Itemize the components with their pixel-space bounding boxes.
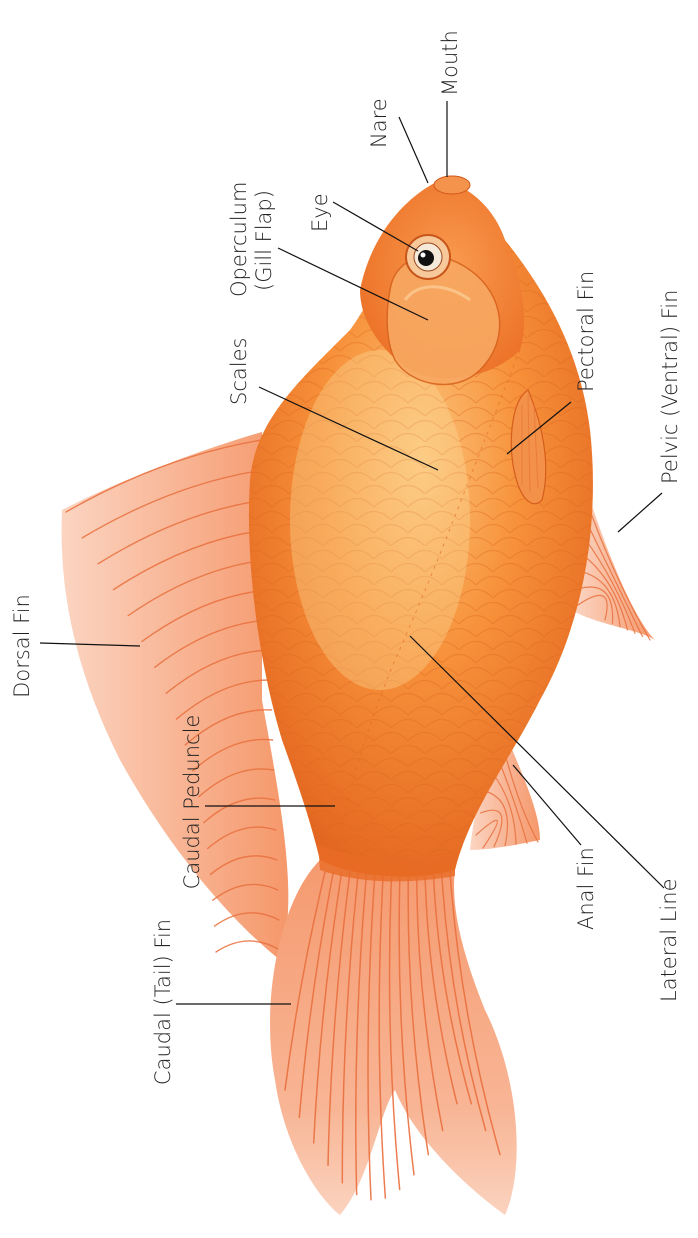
label-anal-fin: Anal Fin (574, 847, 598, 930)
label-lateral-line: Lateral Line (657, 879, 681, 1003)
label-caudal-fin: Caudal (Tail) Fin (151, 919, 175, 1085)
label-nare: Nare (367, 98, 391, 148)
label-operculum-line2: (Gill Flap) (252, 190, 276, 291)
label-operculum-line1: Operculum (227, 182, 251, 297)
label-caudal-peduncle: Caudal Peduncle (180, 715, 204, 890)
eye-shape (406, 235, 450, 279)
label-dorsal-fin: Dorsal Fin (10, 594, 34, 698)
label-pectoral-fin: Pectoral Fin (574, 271, 598, 392)
label-pelvic-fin: Pelvic (Ventral) Fin (658, 290, 682, 484)
label-mouth: Mouth (438, 30, 462, 96)
label-scales: Scales (227, 338, 251, 405)
leader-nare (399, 117, 428, 183)
caudal-fin (270, 860, 517, 1215)
label-eye: Eye (308, 193, 332, 232)
leader-pelvic (618, 493, 662, 532)
